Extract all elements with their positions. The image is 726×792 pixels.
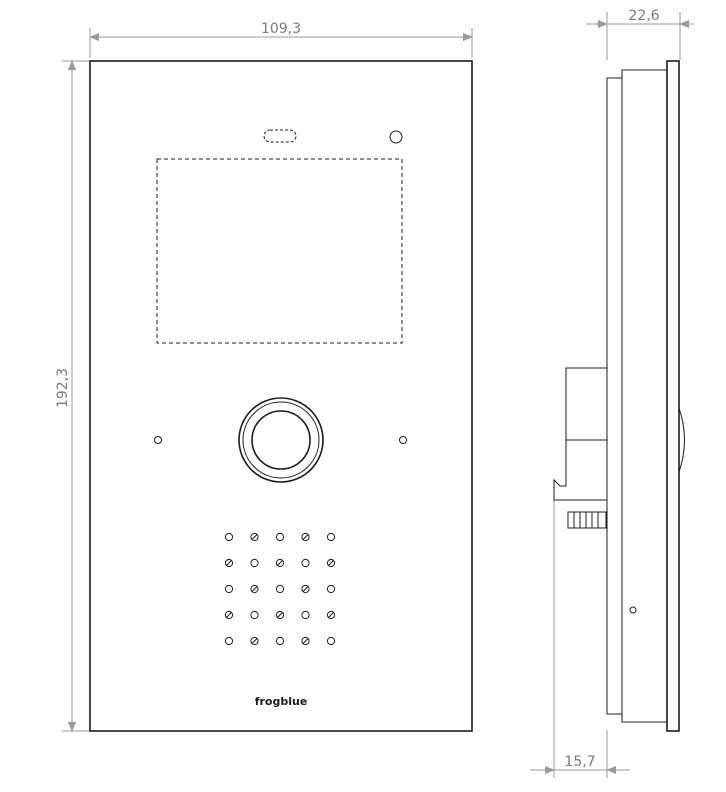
speaker-hole-mark [226,612,232,618]
speaker-hole [301,584,310,594]
height-dimension-label: 192,3 [55,368,71,408]
depth-total-label: 22,6 [628,8,659,24]
depth-front-label: 15,7 [564,754,595,770]
speaker-hole [224,532,234,542]
call-button [238,397,324,483]
speaker-hole [250,636,259,646]
speaker-hole-mark [302,586,309,592]
side-connector-ribs [573,512,599,528]
side-body-inner [606,77,623,715]
side-connector [567,511,607,529]
speaker-hole [301,636,310,646]
speaker-grille [224,532,336,646]
speaker-hole-mark [277,560,283,566]
speaker-hole-mark [251,638,258,644]
display-window [156,158,403,344]
speaker-hole [224,610,234,620]
height-dimension: 192,3 [55,60,90,732]
depth-front-dimension: 15,7 [530,500,630,778]
speaker-hole-mark [226,560,232,566]
speaker-hole [275,558,285,568]
speaker-hole [275,532,285,542]
speaker-hole [326,532,336,542]
side-view [553,60,685,732]
speaker-hole [326,610,336,620]
speaker-hole [275,636,285,646]
speaker-hole [326,584,336,594]
speaker-hole [301,610,310,620]
camera-slot [263,129,297,143]
side-screw [629,606,637,614]
speaker-hole [250,558,259,568]
speaker-hole [326,636,336,646]
speaker-hole-mark [328,560,334,566]
speaker-hole [250,532,259,542]
speaker-hole-mark [277,612,283,618]
speaker-hole [301,558,310,568]
side-body-outer [621,69,668,723]
speaker-hole [224,584,234,594]
width-dimension-label: 109,3 [261,21,301,37]
speaker-hole [250,584,259,594]
front-panel [89,60,473,732]
speaker-hole [326,558,336,568]
speaker-hole-mark [328,612,334,618]
speaker-hole [224,636,234,646]
side-button-bulge [678,407,685,473]
depth-total-dimension: 22,6 [586,8,694,60]
right-led [399,436,407,444]
frogblue-logo: frogblue [255,695,308,708]
speaker-hole-mark [302,638,309,644]
light-sensor [389,130,403,144]
side-front-plate [666,60,680,732]
left-led [154,436,162,444]
side-back-box [553,367,607,501]
speaker-hole-mark [302,534,309,540]
speaker-hole [275,610,285,620]
width-dimension: 109,3 [89,21,473,58]
speaker-hole [224,558,234,568]
speaker-hole [250,610,259,620]
front-view: frogblue [89,60,473,732]
speaker-hole [275,584,285,594]
speaker-hole-mark [251,586,258,592]
speaker-hole-mark [251,534,258,540]
speaker-hole [301,532,310,542]
